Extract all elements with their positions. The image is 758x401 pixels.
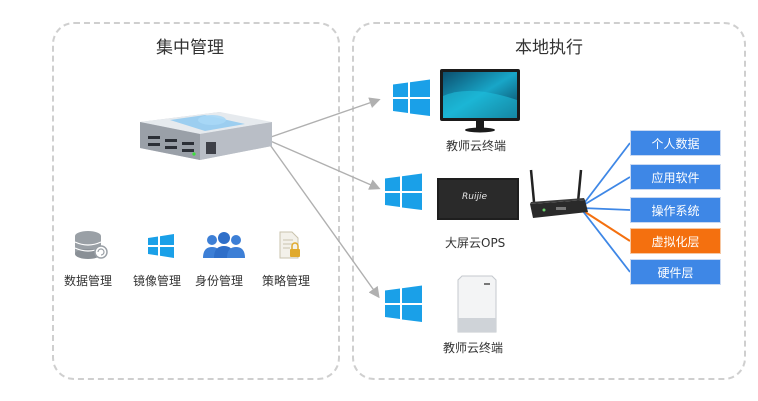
fan-line-application — [581, 176, 631, 207]
device-label-teacher-tower: 教师云终端 — [443, 341, 504, 355]
windows-logo-icon — [385, 285, 422, 322]
stack-layer-virtualization: 虚拟化层 — [630, 228, 721, 254]
fan-line-hardware — [581, 209, 631, 273]
device-label-large-screen-ops: 大屏云OPS — [445, 236, 506, 250]
tool-label-policy: 策略管理 — [262, 274, 311, 288]
fan-line-os — [581, 207, 631, 211]
arrow-to-teacher-tower — [267, 141, 380, 299]
fan-line-personal-data — [581, 142, 631, 207]
display-brand-text: Ruijie — [462, 192, 487, 202]
arrow-to-teacher-terminal — [267, 97, 381, 139]
database-icon — [74, 231, 108, 259]
tool-label-data: 数据管理 — [64, 274, 113, 288]
windows-logo-icon — [148, 234, 174, 258]
windows-logo-icon — [385, 173, 422, 210]
stack-layer-personal-data: 个人数据 — [630, 130, 721, 156]
policy-document-lock-icon — [279, 231, 300, 259]
tool-label-identity: 身份管理 — [195, 274, 244, 288]
tool-label-image: 镜像管理 — [133, 274, 182, 288]
fan-line-virtualization — [581, 209, 631, 242]
stack-layer-hardware: 硬件层 — [630, 259, 721, 285]
stack-layer-application-software: 应用软件 — [630, 164, 721, 190]
central-management-title: 集中管理 — [156, 38, 224, 58]
windows-logo-icon — [393, 79, 430, 116]
stack-layer-operating-system: 操作系统 — [630, 197, 721, 223]
users-icon — [203, 232, 245, 258]
local-execution-title: 本地执行 — [515, 38, 583, 58]
arrow-to-large-screen-ops — [267, 139, 381, 190]
device-label-teacher-terminal: 教师云终端 — [446, 139, 507, 153]
central-management-panel — [52, 22, 340, 380]
